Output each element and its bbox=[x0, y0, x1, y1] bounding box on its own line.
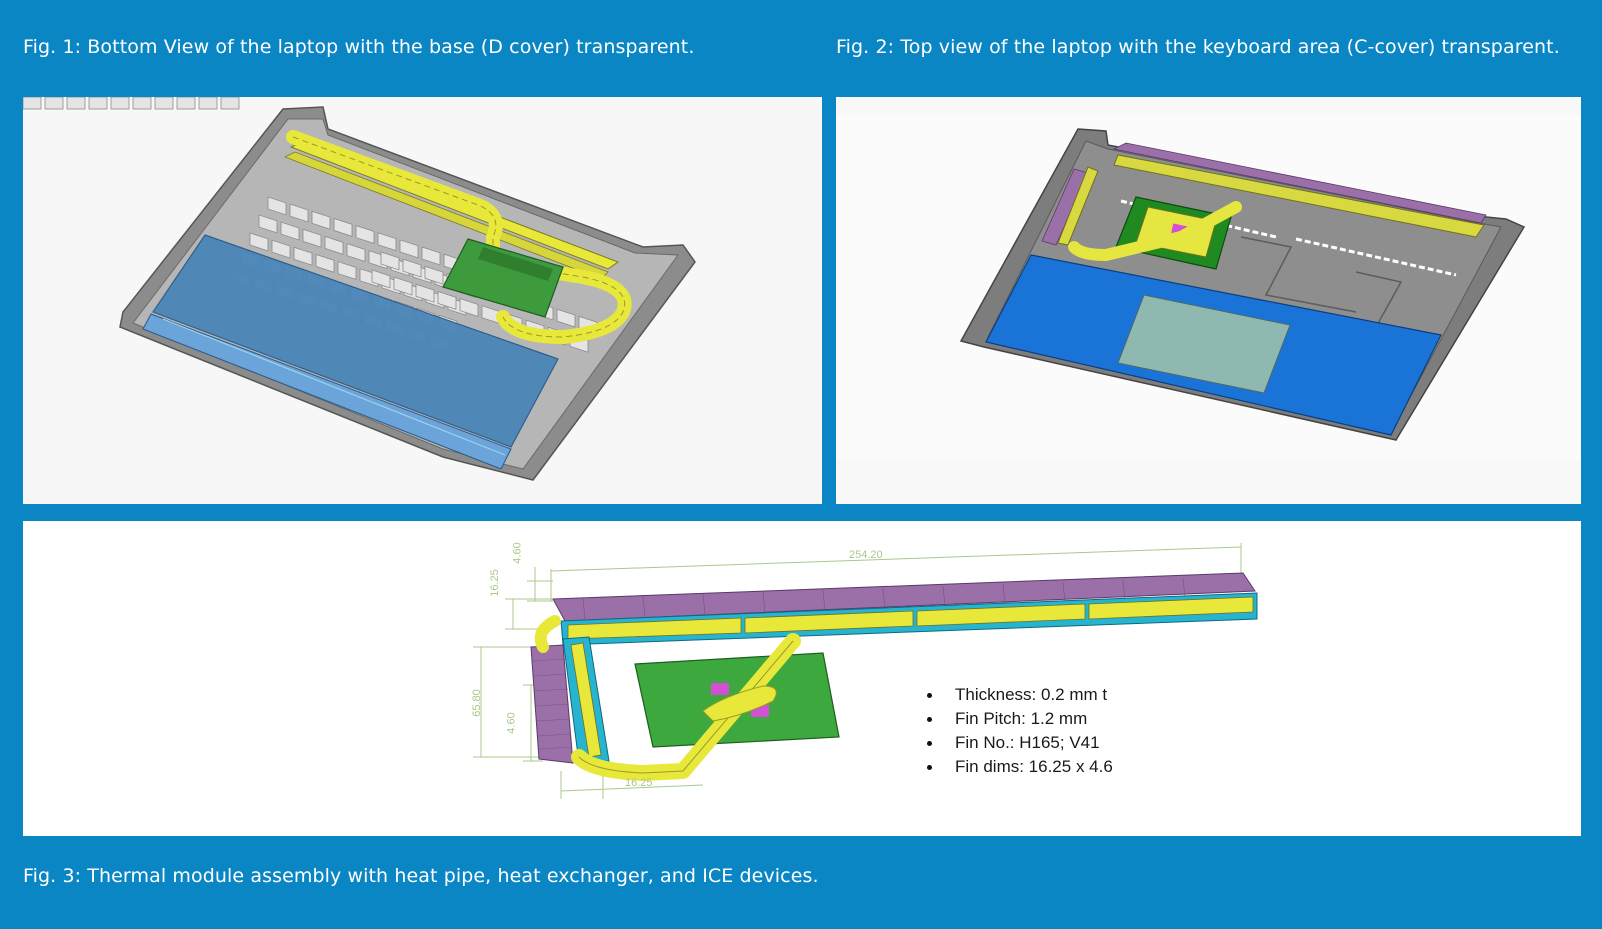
dim-bottom-fin-label: 16.25 bbox=[625, 777, 653, 789]
dim-height-top-label: 4.60 bbox=[511, 542, 524, 564]
fig2-top-view-illustration bbox=[836, 115, 1581, 460]
fig1-caption: Fig. 1: Bottom View of the laptop with t… bbox=[23, 36, 695, 58]
fig3-thermal-module-illustration bbox=[473, 543, 1258, 799]
fig2-caption: Fig. 2: Top view of the laptop with the … bbox=[836, 36, 1560, 58]
fig1-bottom-view-panel bbox=[23, 97, 822, 504]
spec-fin-pitch: Fin Pitch: 1.2 mm bbox=[923, 707, 1113, 731]
spec-thickness: Thickness: 0.2 mm t bbox=[923, 683, 1113, 707]
fig2-top-view-panel bbox=[836, 97, 1581, 504]
dim-fin-height-label: 16.25 bbox=[488, 569, 501, 597]
spec-fin-number: Fin No.: H165; V41 bbox=[923, 731, 1113, 755]
dim-side-fin-label: 4.60 bbox=[505, 712, 518, 734]
fig1-bottom-view-illustration bbox=[23, 97, 696, 481]
thermal-specs-list: Thickness: 0.2 mm t Fin Pitch: 1.2 mm Fi… bbox=[923, 683, 1113, 779]
fig3-thermal-module-panel: 254.20 4.60 16.25 65.80 4.60 16.25 Thick… bbox=[23, 521, 1581, 836]
dim-length-label: 254.20 bbox=[849, 549, 883, 561]
dim-side-length-label: 65.80 bbox=[470, 689, 483, 717]
fig3-caption: Fig. 3: Thermal module assembly with hea… bbox=[23, 865, 819, 887]
spec-fin-dims: Fin dims: 16.25 x 4.6 bbox=[923, 755, 1113, 779]
